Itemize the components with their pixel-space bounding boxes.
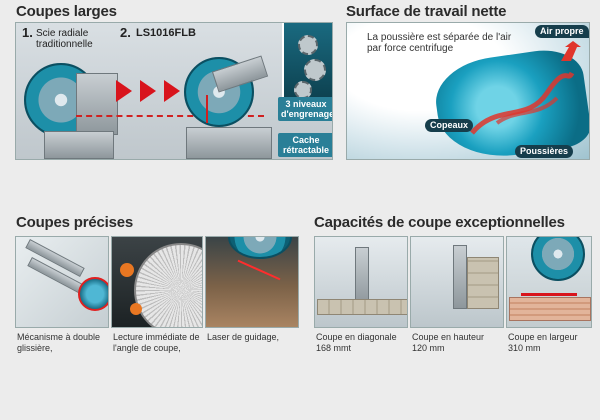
zoom-lens-illustration (78, 277, 108, 311)
clean-air-label: Air propre (535, 25, 589, 38)
width-arrow-icon (521, 293, 577, 296)
angle-scale-illustration (134, 243, 202, 327)
laser-guide-caption: Laser de guidage, (207, 332, 280, 342)
height-indicator-line (206, 95, 208, 123)
width-cut-caption: Coupe en largeur 310 mm (508, 332, 578, 353)
heading-wide-cuts: Coupes larges (16, 3, 117, 20)
laser-saw-blade-illustration (228, 237, 292, 259)
angle-reading-caption: Lecture immédiate de l'angle de coupe, (113, 332, 200, 353)
fence-illustration (355, 247, 369, 305)
orange-knob-illustration (130, 303, 142, 315)
heading-clean-surface: Surface de travail nette (346, 3, 507, 20)
chips-label: Copeaux (425, 119, 474, 132)
arrow-right-icon (140, 80, 156, 102)
wide-cuts-panel: 1. Scie radiale traditionnelle 2. LS1016… (15, 22, 333, 160)
heading-cutting-capacity: Capacités de coupe exceptionnelles (314, 214, 565, 231)
diagonal-cut-image (314, 236, 408, 328)
radial-saw-base-illustration (76, 73, 118, 135)
clean-air-arrow-icon (561, 41, 581, 61)
heading-precise-cuts: Coupes précises (16, 214, 134, 231)
item1-number: 1. (22, 25, 33, 40)
tall-board-illustration (467, 257, 499, 309)
gear-icon (304, 59, 326, 81)
fence-illustration (453, 245, 467, 309)
radial-saw-stand-illustration (44, 131, 114, 159)
double-slide-caption: Mécanisme à double glissière, (17, 332, 101, 353)
angle-scale-image (111, 236, 203, 328)
item2-number: 2. (120, 25, 131, 40)
airflow-swirl-illustration (470, 71, 575, 135)
arrow-right-icon (116, 80, 132, 102)
height-cut-caption: Coupe en hauteur 120 mm (412, 332, 485, 353)
item1-label: Scie radiale traditionnelle (36, 28, 93, 50)
laser-guide-image (205, 236, 299, 328)
double-slide-image (15, 236, 109, 328)
gear-levels-callout: 3 niveaux d'engrenages (278, 97, 332, 121)
clean-surface-panel: La poussière est séparée de l'air par fo… (346, 22, 590, 160)
gear-inset-illustration (282, 23, 332, 105)
comparison-dashed-line (76, 115, 264, 117)
diagonal-cut-caption: Coupe en diagonale 168 mmt (316, 332, 397, 353)
width-cut-image (506, 236, 592, 328)
dust-label: Poussières (515, 145, 574, 158)
laser-line-illustration (237, 259, 281, 281)
width-saw-blade-illustration (531, 237, 585, 281)
item2-model: LS1016FLB (136, 27, 196, 39)
retractable-cover-callout: Cache rétractable (278, 133, 332, 157)
height-cut-image (410, 236, 504, 328)
diagonal-board-illustration (317, 299, 407, 315)
orange-knob-illustration (120, 263, 134, 277)
arrow-right-icon (164, 80, 180, 102)
ls1016flb-base-illustration (186, 127, 272, 159)
dust-separation-description: La poussière est séparée de l'air par fo… (367, 32, 512, 54)
gear-icon (298, 35, 318, 55)
wide-board-illustration (509, 297, 591, 321)
